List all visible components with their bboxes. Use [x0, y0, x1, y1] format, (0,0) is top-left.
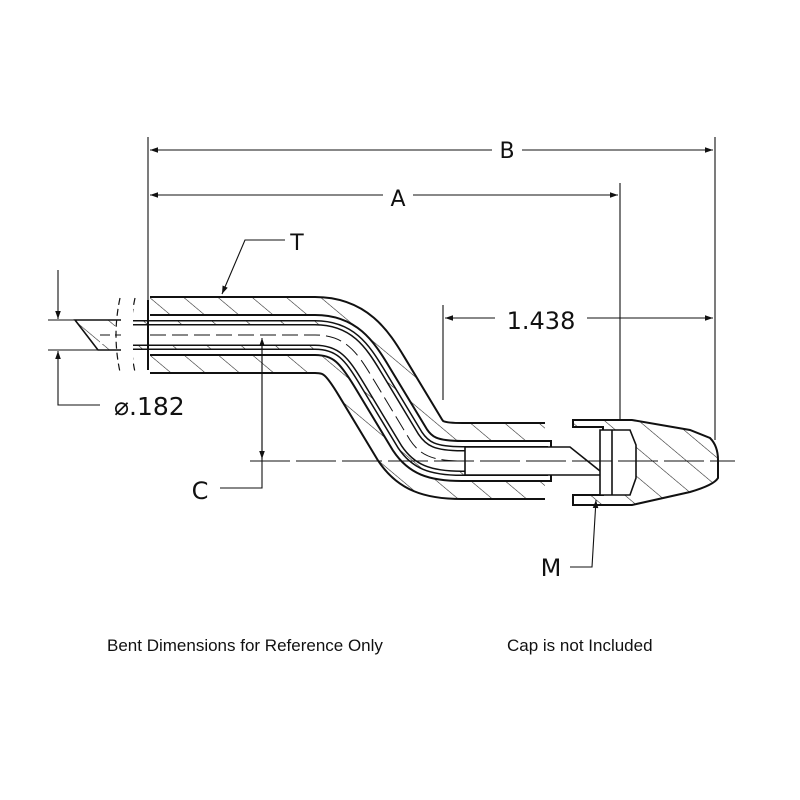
dimension-t-label: T — [289, 231, 304, 256]
tube-body — [120, 296, 605, 500]
dimension-m-label: M — [541, 554, 562, 582]
cap-inner — [599, 429, 637, 496]
cap-note: Cap is not Included — [507, 636, 653, 655]
break-gap — [121, 305, 133, 365]
dimension-b-label: B — [499, 139, 514, 164]
dimension-c-label: C — [192, 477, 209, 505]
dimension-lines — [48, 137, 735, 568]
diameter-label: ⌀.182 — [114, 392, 185, 421]
dimension-length-label: 1.438 — [507, 307, 576, 335]
dimension-a-label: A — [390, 187, 405, 212]
bent-dimensions-note: Bent Dimensions for Reference Only — [107, 636, 383, 655]
cap — [572, 419, 719, 506]
